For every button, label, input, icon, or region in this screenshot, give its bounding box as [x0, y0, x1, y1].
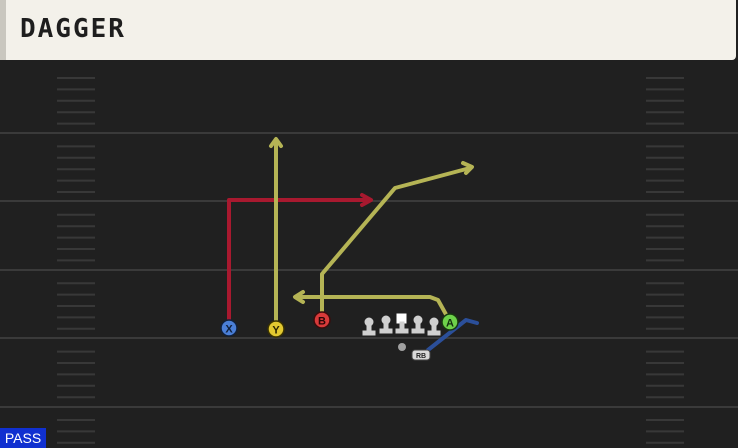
play-type-badge: PASS [0, 428, 46, 448]
player-rb-label: RB [416, 353, 426, 360]
player-b-label: B [318, 316, 326, 328]
playbook-field: X Y B A RB [0, 77, 738, 444]
player-a-label: A [446, 318, 454, 330]
route-b-arrow-icon [461, 161, 474, 175]
play-header: DAGGER [0, 0, 736, 60]
lineman-icon [379, 315, 393, 334]
play-title: DAGGER [20, 14, 126, 44]
player-a[interactable]: A [441, 313, 459, 331]
hash-marks [57, 77, 684, 444]
yard-lines [0, 132, 738, 408]
route-b [320, 166, 472, 314]
player-y-label: Y [272, 325, 280, 337]
lineman-icon [411, 315, 425, 334]
route-y-arrow-icon [269, 137, 283, 148]
route-a-arrow-icon [293, 290, 305, 304]
lineman-icon [427, 317, 441, 336]
route-x [227, 198, 368, 324]
route-x-arrow-icon [360, 193, 373, 207]
player-y[interactable]: Y [267, 320, 285, 338]
route-rb [426, 318, 479, 352]
center-icon [395, 313, 409, 334]
quarterback-icon [398, 343, 406, 351]
lineman-icon [362, 317, 376, 336]
player-x-label: X [225, 324, 233, 336]
player-rb[interactable]: RB [411, 349, 431, 361]
offensive-line [362, 313, 441, 336]
player-x[interactable]: X [220, 319, 238, 337]
player-b[interactable]: B [313, 311, 331, 329]
route-a [298, 295, 450, 320]
